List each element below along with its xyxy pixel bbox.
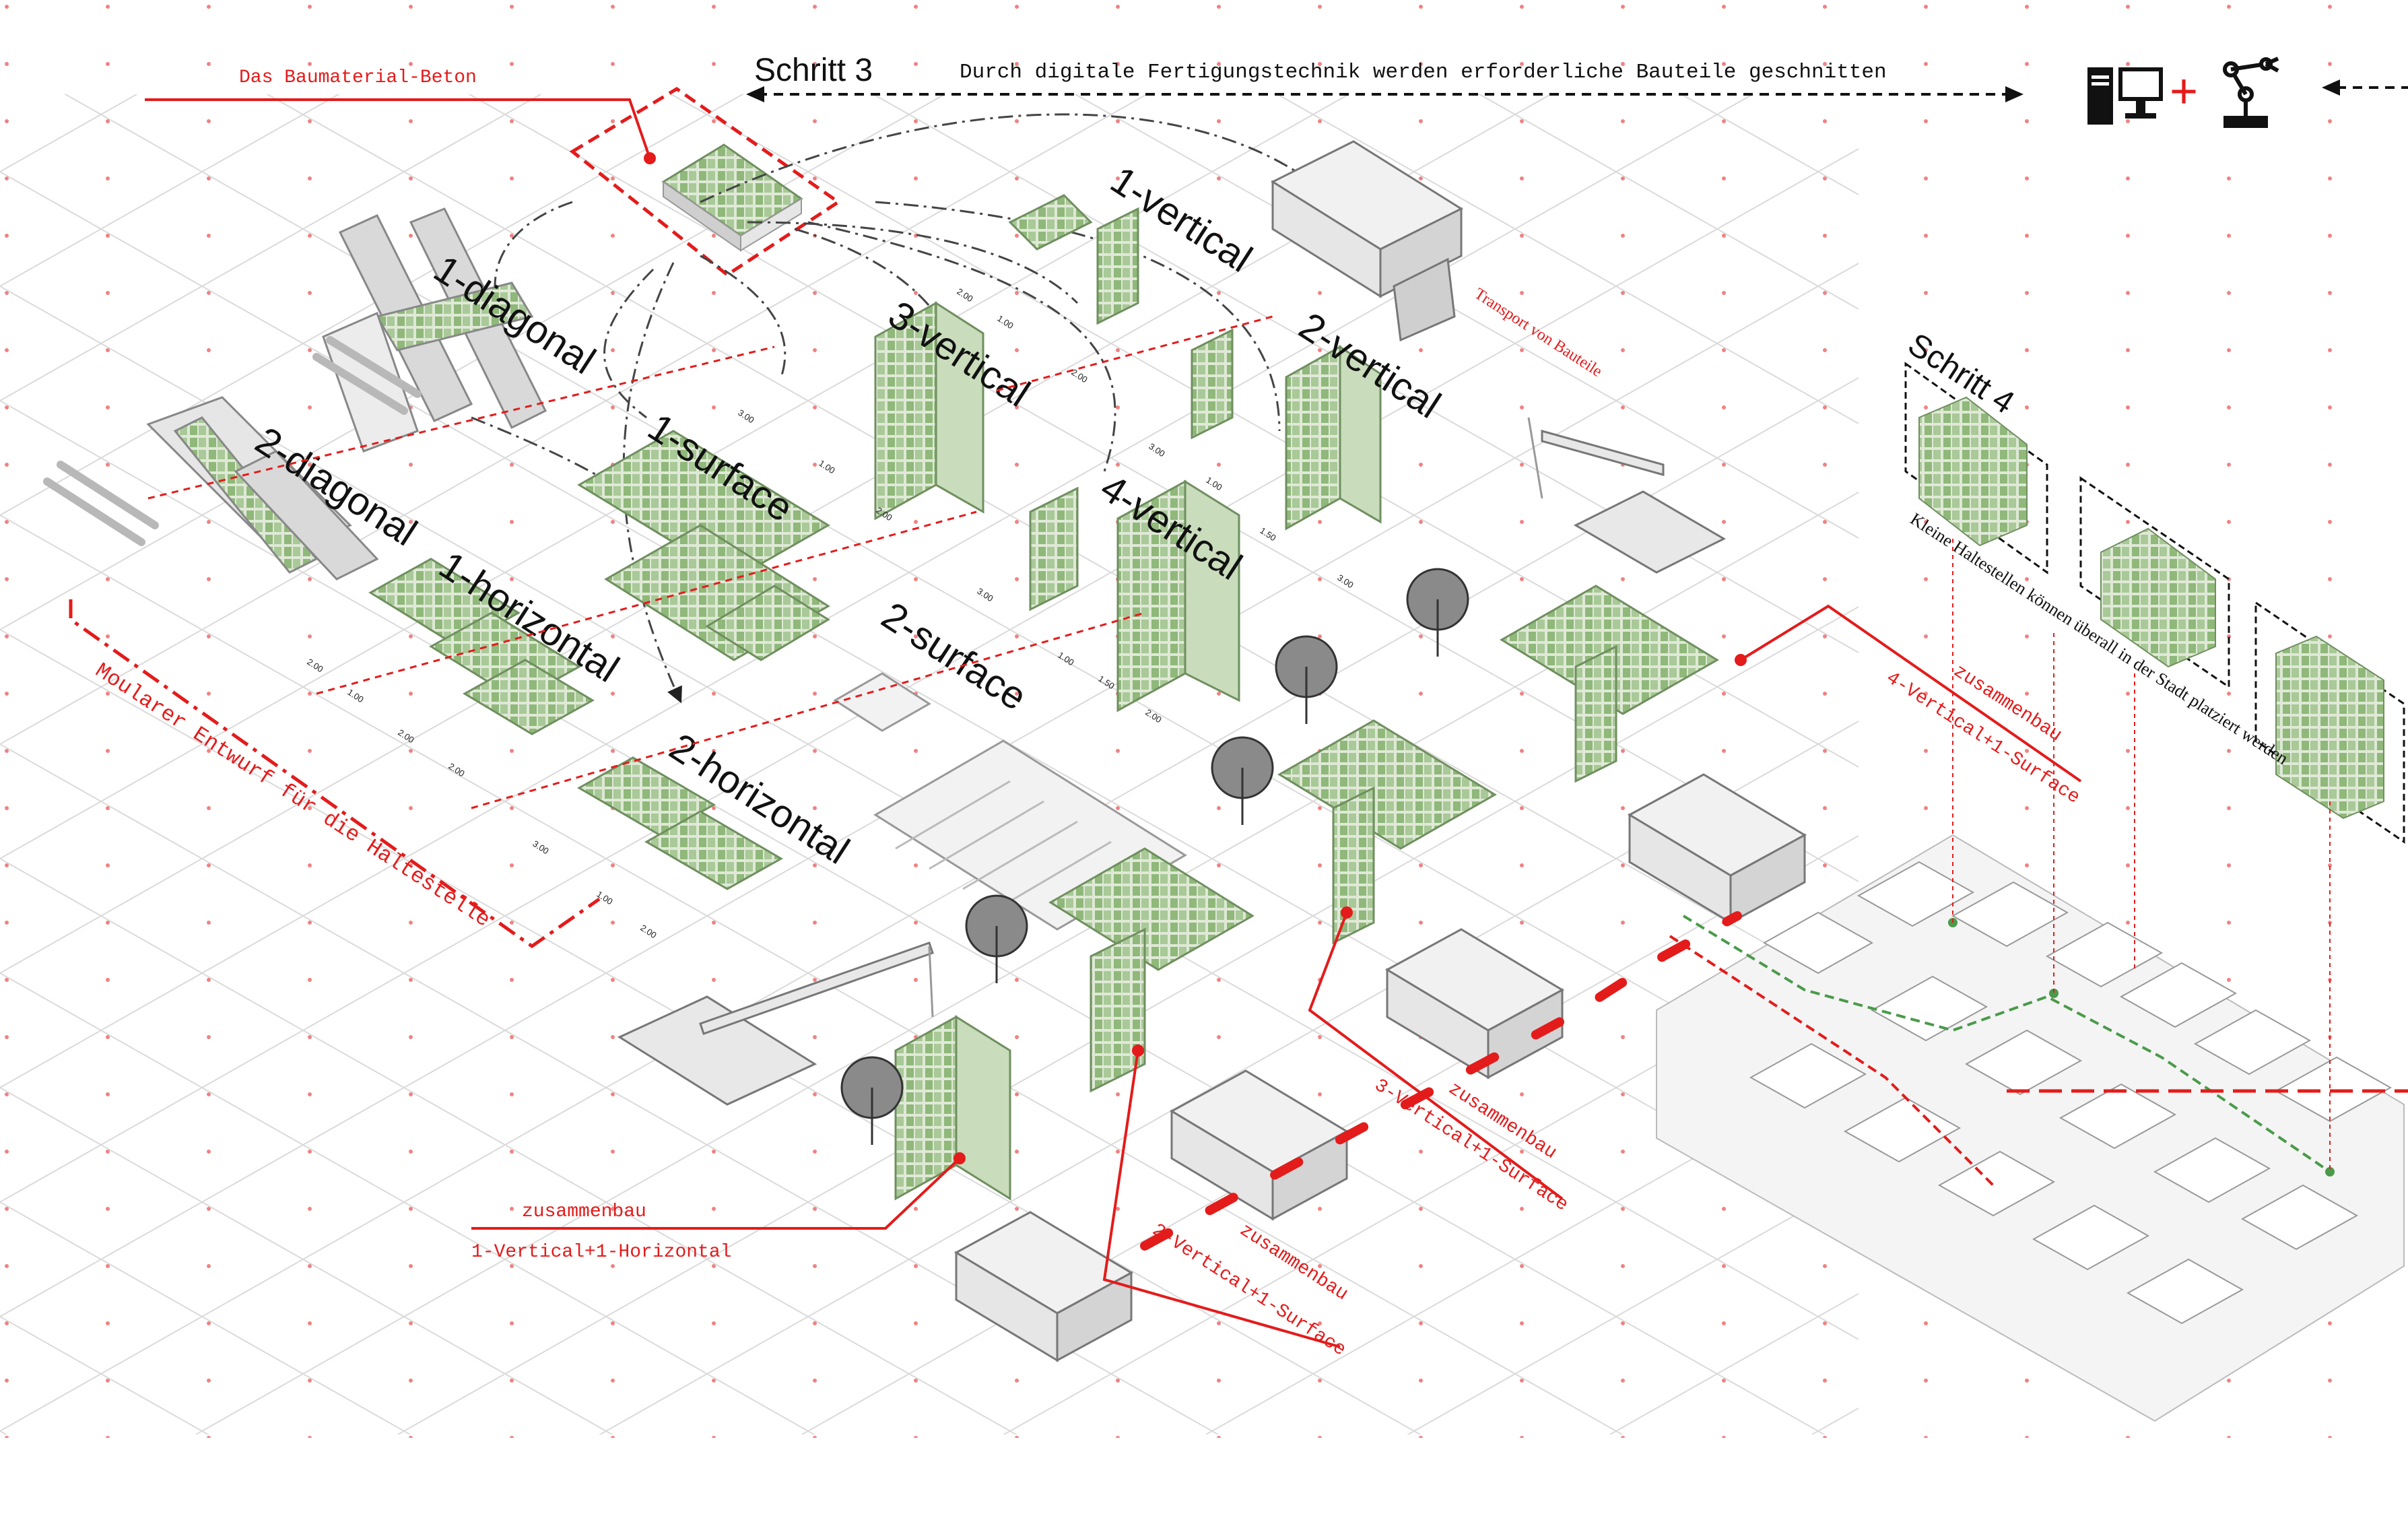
- module-1-vertical-art: [1008, 194, 1139, 325]
- assembly-1-detail: 1-Vertical+1-Horizontal: [471, 1242, 731, 1263]
- module-1-surface-art: [577, 430, 830, 661]
- assembled-station-1: [894, 1015, 1011, 1201]
- assembled-station-4: [1500, 585, 1719, 783]
- truck-top: [1270, 140, 1464, 342]
- assembly-1-title: zusammenbau: [522, 1201, 646, 1222]
- city-ground: [1656, 834, 2405, 1422]
- step3-arrow-right-head: [2005, 86, 2024, 102]
- assembled-station-2: [1048, 847, 1255, 1093]
- assembly-truck-4: [1627, 773, 1807, 925]
- city-red-route: [1669, 935, 1995, 1187]
- crane-right: [1527, 417, 1727, 574]
- city-green-route: [1682, 915, 2331, 1173]
- module-2-horizontal-art: [576, 756, 784, 890]
- truck-route: [1140, 911, 1742, 1251]
- material-concrete: Das Baumaterial-Beton: [145, 67, 842, 277]
- material-label: Das Baumaterial-Beton: [239, 67, 477, 88]
- assembly-truck-1: [954, 1211, 1134, 1362]
- city-block: [1656, 539, 2408, 1422]
- step4-frame-1: [1904, 362, 2048, 574]
- module-1-horizontal-art: [368, 558, 595, 735]
- step3-title: Schritt 3: [754, 53, 873, 88]
- material-leader-dot: [644, 152, 656, 164]
- robot-arm-icon: [2223, 57, 2279, 128]
- step4-frame-2: [2079, 476, 2230, 689]
- trees: [840, 568, 1469, 1145]
- incoming-arrow-head: [2322, 79, 2340, 96]
- step3-caption: Durch digitale Fertigungstechnik werden …: [960, 61, 1887, 84]
- assembled-station-3: [1277, 719, 1497, 945]
- step3-arrow-left-head: [746, 86, 764, 102]
- crane-left: [617, 941, 934, 1106]
- header-step3: Schritt 3 Durch digitale Fertigungstechn…: [746, 53, 2408, 102]
- module-zone-dividers: [147, 315, 1273, 809]
- material-leader: [145, 98, 651, 159]
- module-2-vertical-art: [1191, 328, 1382, 531]
- module-3-vertical-art: [874, 301, 984, 521]
- bottom-blank-band: [0, 1438, 2408, 1524]
- plus-sign: +: [2170, 65, 2198, 119]
- assembly-truck-3: [1384, 928, 1565, 1080]
- step4-drop-lines: [1952, 539, 2331, 1172]
- computer-icon: [2087, 67, 2163, 125]
- material-frame: [569, 87, 842, 277]
- assembly-callout-1: zusammenbau 1-Vertical+1-Horizontal: [471, 1152, 966, 1263]
- module-4-vertical-art: [1029, 479, 1240, 713]
- loose-rods: [43, 336, 422, 546]
- city-station-markers: [1948, 918, 2335, 1177]
- module-2-diagonal-art: [146, 396, 379, 581]
